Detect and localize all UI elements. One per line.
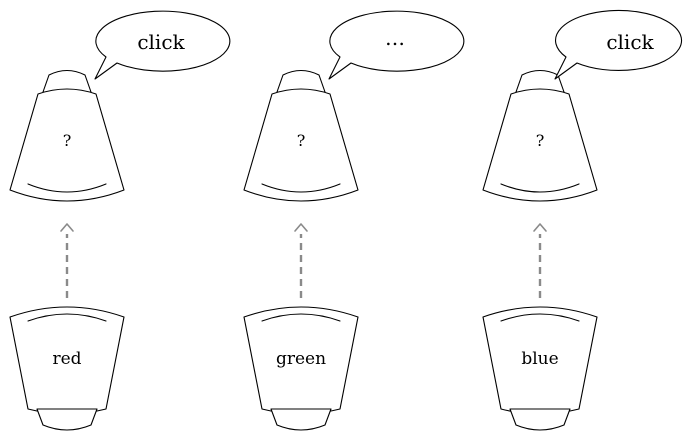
- cup-body-3: [482, 88, 598, 202]
- hidden-label-2: ?: [297, 131, 306, 150]
- bubble-text-1: click: [137, 30, 185, 54]
- cup-top-rim-2: [276, 69, 326, 93]
- reveal-arrow-3: [533, 223, 547, 298]
- speech-bubble-3: click: [554, 9, 683, 80]
- revealed-label-1: red: [52, 349, 81, 369]
- bubble-shape-2: [328, 10, 465, 80]
- cup-base-1: [36, 408, 98, 431]
- cup-base-2: [270, 408, 332, 431]
- cup-inner-rim-2: [261, 183, 341, 193]
- bubble-shape-1: [94, 10, 231, 80]
- hidden-label-3: ?: [536, 131, 545, 150]
- upside-down-cup-3: ?: [482, 69, 598, 202]
- reveal-arrow-1: [60, 223, 74, 298]
- bubble-shape-3: [554, 9, 683, 80]
- bubble-text-3: click: [606, 30, 654, 54]
- cup-inner-rim-bottom-1: [27, 313, 107, 322]
- cup-inner-rim-bottom-3: [500, 313, 580, 322]
- upright-cup-3: blue: [482, 306, 598, 431]
- revealed-label-3: blue: [521, 349, 558, 369]
- cup-inner-rim-3: [500, 183, 580, 193]
- scene-3: ? click blue: [482, 9, 683, 431]
- speech-bubble-2: …: [328, 10, 465, 80]
- speech-bubble-1: click: [94, 10, 231, 80]
- hidden-label-1: ?: [63, 131, 72, 150]
- cup-body-1: [9, 88, 125, 202]
- scene-1: ? click red: [9, 10, 231, 431]
- cup-body-2: [243, 88, 359, 202]
- scene-2: ? … green: [243, 10, 465, 431]
- bubble-text-2: …: [385, 26, 405, 50]
- cup-inner-rim-bottom-2: [261, 313, 341, 322]
- upright-cup-1: red: [9, 306, 125, 431]
- cup-inner-rim-1: [27, 183, 107, 193]
- revealed-label-2: green: [276, 349, 326, 369]
- upside-down-cup-1: ?: [9, 69, 125, 202]
- cup-top-rim-1: [42, 69, 92, 93]
- upright-cup-2: green: [243, 306, 359, 431]
- reveal-arrow-2: [294, 223, 308, 298]
- upside-down-cup-2: ?: [243, 69, 359, 202]
- cup-base-3: [509, 408, 571, 431]
